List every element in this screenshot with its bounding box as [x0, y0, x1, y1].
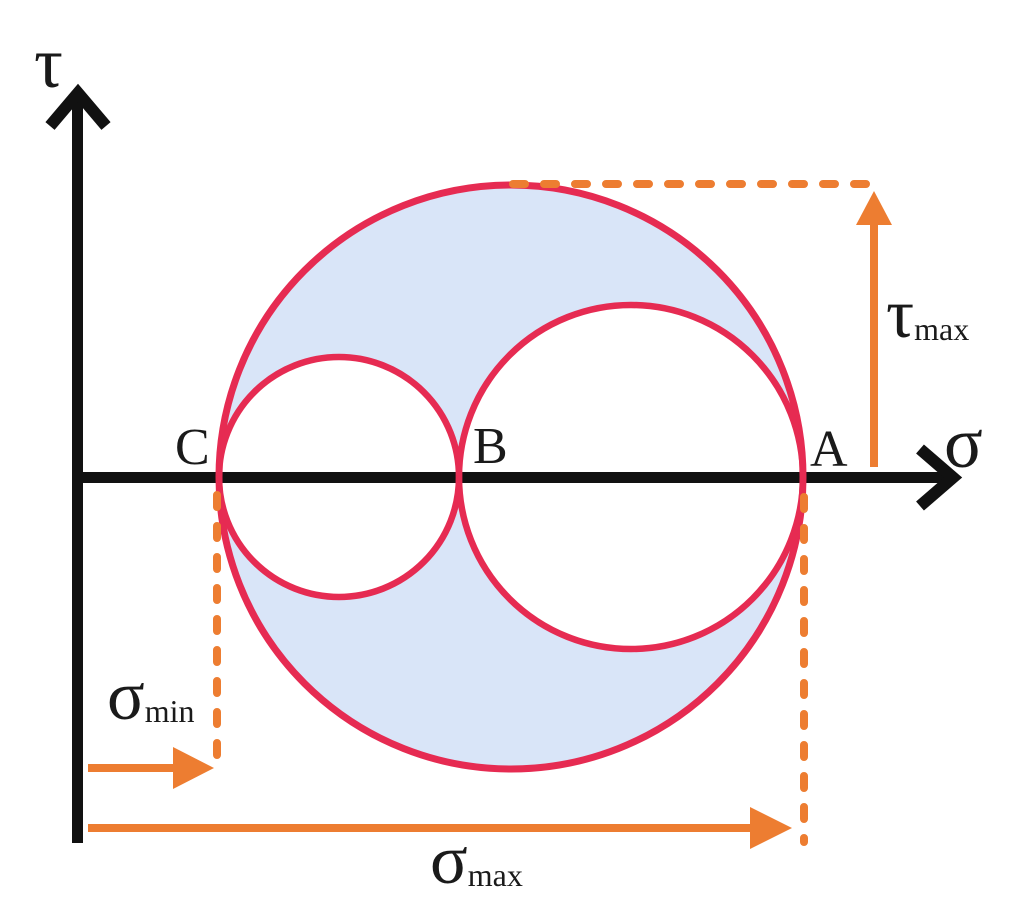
- inner-circle-right: [455, 301, 807, 653]
- point-label-a: A: [810, 421, 848, 478]
- sigma-min-arrowhead-icon: [173, 747, 214, 789]
- sigma-max-label-base: σ: [430, 822, 468, 899]
- point-label-b: B: [473, 418, 508, 475]
- tau-max-label-sub: max: [914, 311, 970, 347]
- sigma-max-arrowhead-icon: [750, 807, 792, 849]
- tau-max-arrowhead-icon: [856, 191, 892, 225]
- sigma-min-label-base: σ: [107, 658, 145, 735]
- point-label-c: C: [175, 419, 210, 476]
- tau-axis-arrowhead-icon: [45, 83, 111, 130]
- tau-axis-label: τ: [34, 23, 63, 103]
- sigma-min-label: σmin: [107, 662, 195, 732]
- sigma-min-label-sub: min: [144, 693, 195, 729]
- sigma-axis-label: σ: [944, 403, 983, 483]
- tau-max-label: τmax: [886, 280, 969, 350]
- sigma-max-label: σmax: [430, 826, 523, 896]
- tau-max-label-base: τ: [886, 276, 915, 353]
- sigma-axis-arrowhead-icon: [916, 444, 963, 511]
- sigma-max-label-sub: max: [467, 857, 523, 893]
